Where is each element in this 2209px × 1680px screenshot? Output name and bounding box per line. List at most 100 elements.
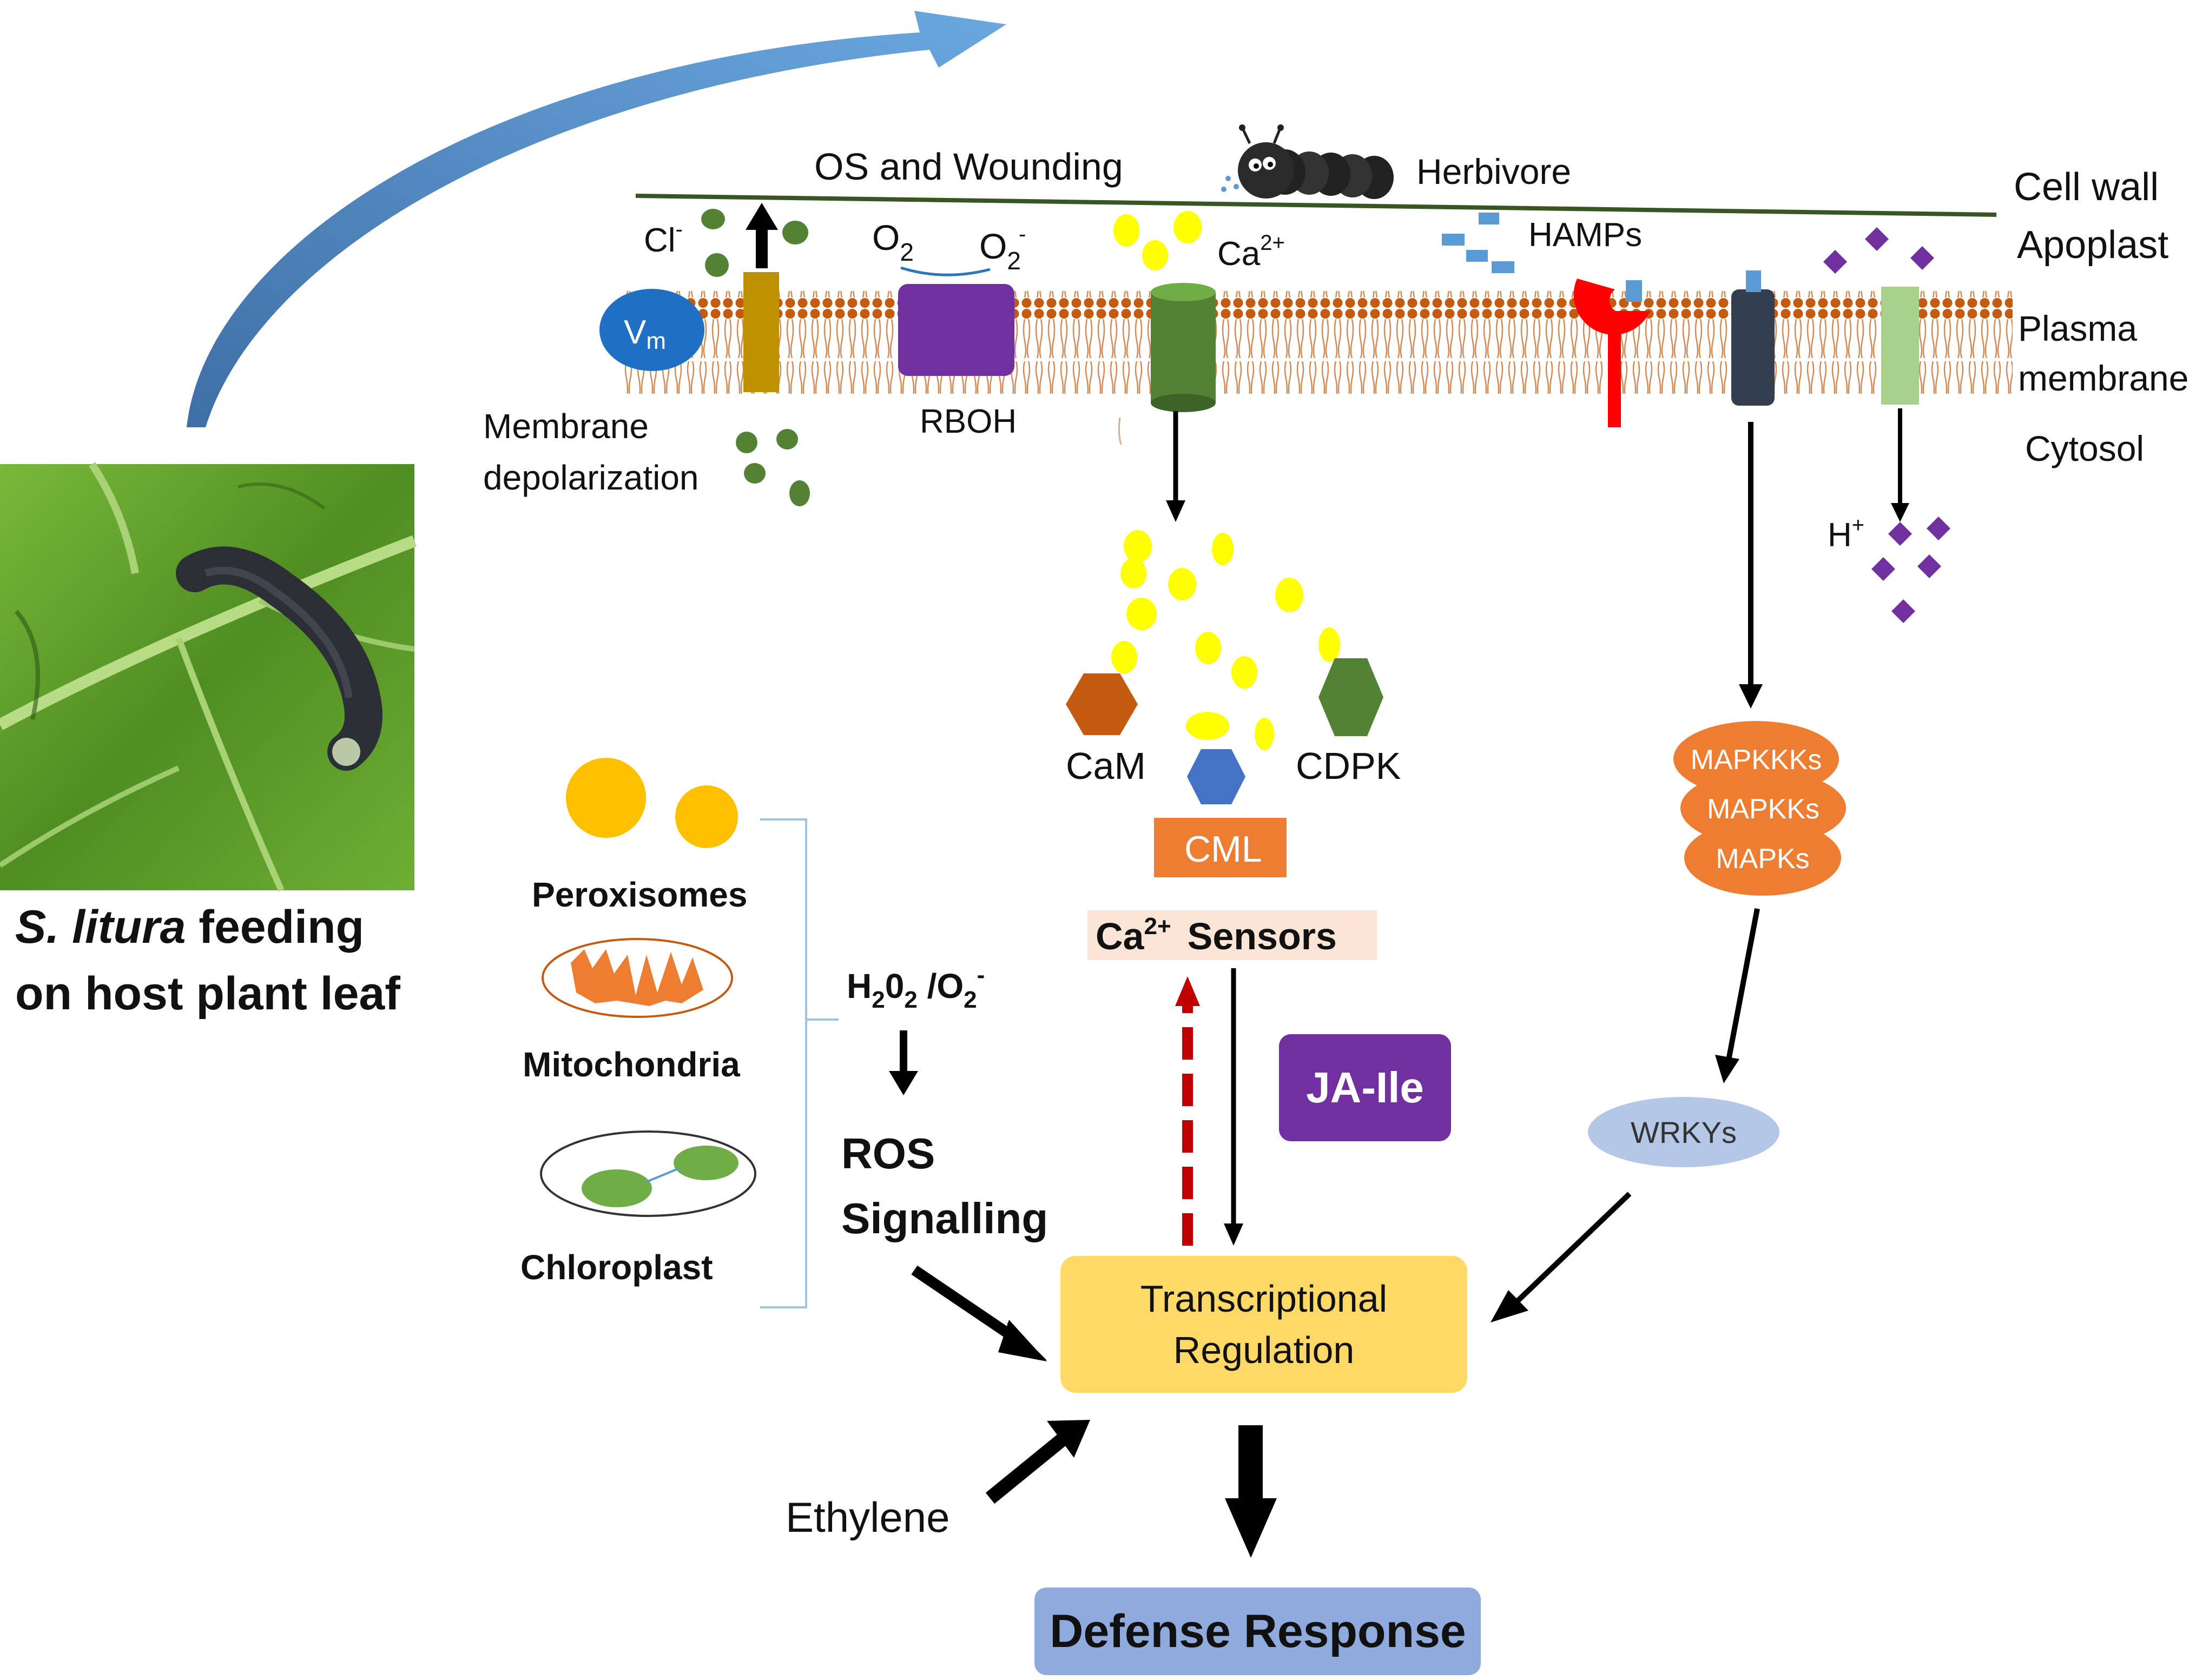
svg-text:Ca2+Sensors: Ca2+ Sensors	[1096, 913, 1337, 957]
mapks-label: MAPKs	[1716, 843, 1809, 875]
defense-response-box	[1034, 1588, 1481, 1675]
calcium-sensors-word: Sensors	[1188, 915, 1337, 957]
cell-wall-label: Cell wall	[2014, 166, 2159, 209]
mapks-ellipse	[1684, 820, 1841, 896]
apoplast-label: Apoplast	[2017, 223, 2168, 267]
svg-text:O2-: O2-	[979, 222, 1026, 275]
herbivore-label: Herbivore	[1416, 151, 1571, 191]
cell-wall-line	[635, 194, 1997, 217]
calcium-sensors-superscript: 2+	[1144, 913, 1171, 940]
proton-diamonds-apoplast	[1823, 227, 1934, 274]
signalling-label: Signalling	[841, 1194, 1048, 1242]
cl-superscript: -	[676, 217, 683, 241]
h2o2-subscript-3: 2	[964, 987, 977, 1013]
regulation-label: Regulation	[1173, 1329, 1355, 1371]
chloroplast-icon	[540, 1130, 756, 1217]
mitochondria-label: Mitochondria	[523, 1045, 740, 1084]
h2o2-o: 0	[885, 967, 905, 1006]
cdpk-hexagon	[1318, 658, 1383, 736]
h2o2-subscript-1: 2	[872, 987, 885, 1013]
calcium-channel	[1151, 283, 1216, 412]
chloride-ions	[701, 209, 810, 506]
calcium-superscript: 2+	[1260, 231, 1285, 255]
proton-label: H	[1828, 517, 1852, 554]
rboh-enzyme	[898, 284, 1014, 376]
peroxisome-large	[566, 758, 646, 838]
cml-label: CML	[1184, 829, 1262, 870]
ros-label: ROS	[841, 1129, 935, 1178]
membrane-depolarization-label-1: Membrane	[483, 407, 649, 446]
ethylene-arrow	[985, 1433, 1068, 1504]
wrkys-label: WRKYs	[1631, 1115, 1737, 1149]
cytosol-label: Cytosol	[2025, 428, 2144, 468]
organelle-bracket	[760, 818, 839, 1308]
peroxisome-small	[675, 785, 738, 848]
svg-text:S. litura feeding: S. litura feeding	[15, 901, 364, 953]
o2-conversion-arc	[900, 266, 991, 276]
superoxide-subscript: 2	[1007, 247, 1021, 275]
os-wounding-label: OS and Wounding	[814, 145, 1123, 188]
cml-hexagon	[1187, 749, 1245, 804]
leaf-photo	[0, 462, 417, 892]
hamps-molecules	[1442, 213, 1514, 273]
vm-label: V	[624, 314, 647, 351]
herbivore-receptor-red	[1573, 279, 1650, 427]
ros-to-transcription-arrow	[911, 1265, 1023, 1346]
mapkks-label: MAPKKs	[1707, 793, 1819, 825]
svg-text:Vm: Vm	[624, 314, 666, 354]
transcriptional-label: Transcriptional	[1140, 1278, 1387, 1320]
caption-line-2: on host plant leaf	[15, 968, 400, 1020]
cam-label: CaM	[1066, 745, 1146, 787]
svg-text:H+: H+	[1828, 513, 1864, 554]
calcium-label: Ca	[1217, 235, 1261, 273]
defense-response-label: Defense Response	[1050, 1605, 1466, 1657]
membrane-label: membrane	[2018, 358, 2188, 398]
svg-text:Cl-: Cl-	[644, 217, 683, 259]
ja-ile-label: JA-Ile	[1306, 1063, 1424, 1112]
ethylene-label: Ethylene	[786, 1493, 950, 1541]
mapkkks-label: MAPKKKs	[1691, 744, 1822, 776]
plasma-label: Plasma	[2018, 308, 2137, 348]
h2o2-slash-o: /O	[918, 967, 964, 1006]
big-curved-arrow	[187, 11, 1006, 427]
herbivore-caterpillar-icon	[1221, 124, 1394, 199]
h2o2-subscript-2: 2	[904, 987, 917, 1013]
calcium-ions-cytosol	[1111, 530, 1340, 750]
chloride-efflux-arrow	[746, 203, 778, 268]
hamps-label: HAMPs	[1528, 216, 1642, 254]
h2o2-superscript: -	[977, 962, 985, 988]
wrkys-ellipse	[1588, 1097, 1779, 1167]
o2-subscript: 2	[900, 238, 914, 266]
wrky-to-transcription-arrow	[1513, 1192, 1632, 1306]
vm-ellipse	[599, 289, 704, 371]
cml-box	[1154, 818, 1287, 877]
mapk-to-wrky-arrow	[1726, 908, 1760, 1061]
chloride-channel	[743, 272, 779, 392]
proton-superscript: +	[1852, 513, 1864, 537]
svg-text:Ca2+: Ca2+	[1217, 231, 1285, 273]
defense-arrow-shaft	[1238, 1425, 1263, 1501]
svg-text:H202 /O2-: H202 /O2-	[847, 962, 985, 1013]
caption-species: S. litura	[15, 901, 186, 953]
plasma-membrane-bilayer	[622, 291, 2013, 394]
calcium-sensors-ca: Ca	[1096, 915, 1145, 957]
svg-text:O2: O2	[872, 217, 914, 266]
caterpillar-in-photo	[176, 546, 383, 771]
o2-label: O	[872, 217, 900, 257]
calcium-ions-apoplast	[1113, 211, 1202, 270]
proton-pump	[1881, 287, 1919, 405]
superoxide-label: O	[979, 226, 1007, 266]
h2o2-h: H	[847, 967, 872, 1006]
calcium-sensors-box	[1087, 910, 1377, 960]
cl-label: Cl	[644, 222, 676, 259]
membrane-depolarization-label-2: depolarization	[483, 458, 699, 497]
superoxide-superscript: -	[1019, 222, 1026, 246]
peroxisomes-label: Peroxisomes	[532, 875, 747, 914]
ja-ile-box	[1279, 1034, 1451, 1141]
transcriptional-regulation-box	[1060, 1256, 1467, 1393]
cdpk-label: CDPK	[1296, 745, 1401, 787]
vm-subscript: m	[646, 328, 666, 354]
proton-diamonds-cytosol	[1871, 517, 1950, 623]
